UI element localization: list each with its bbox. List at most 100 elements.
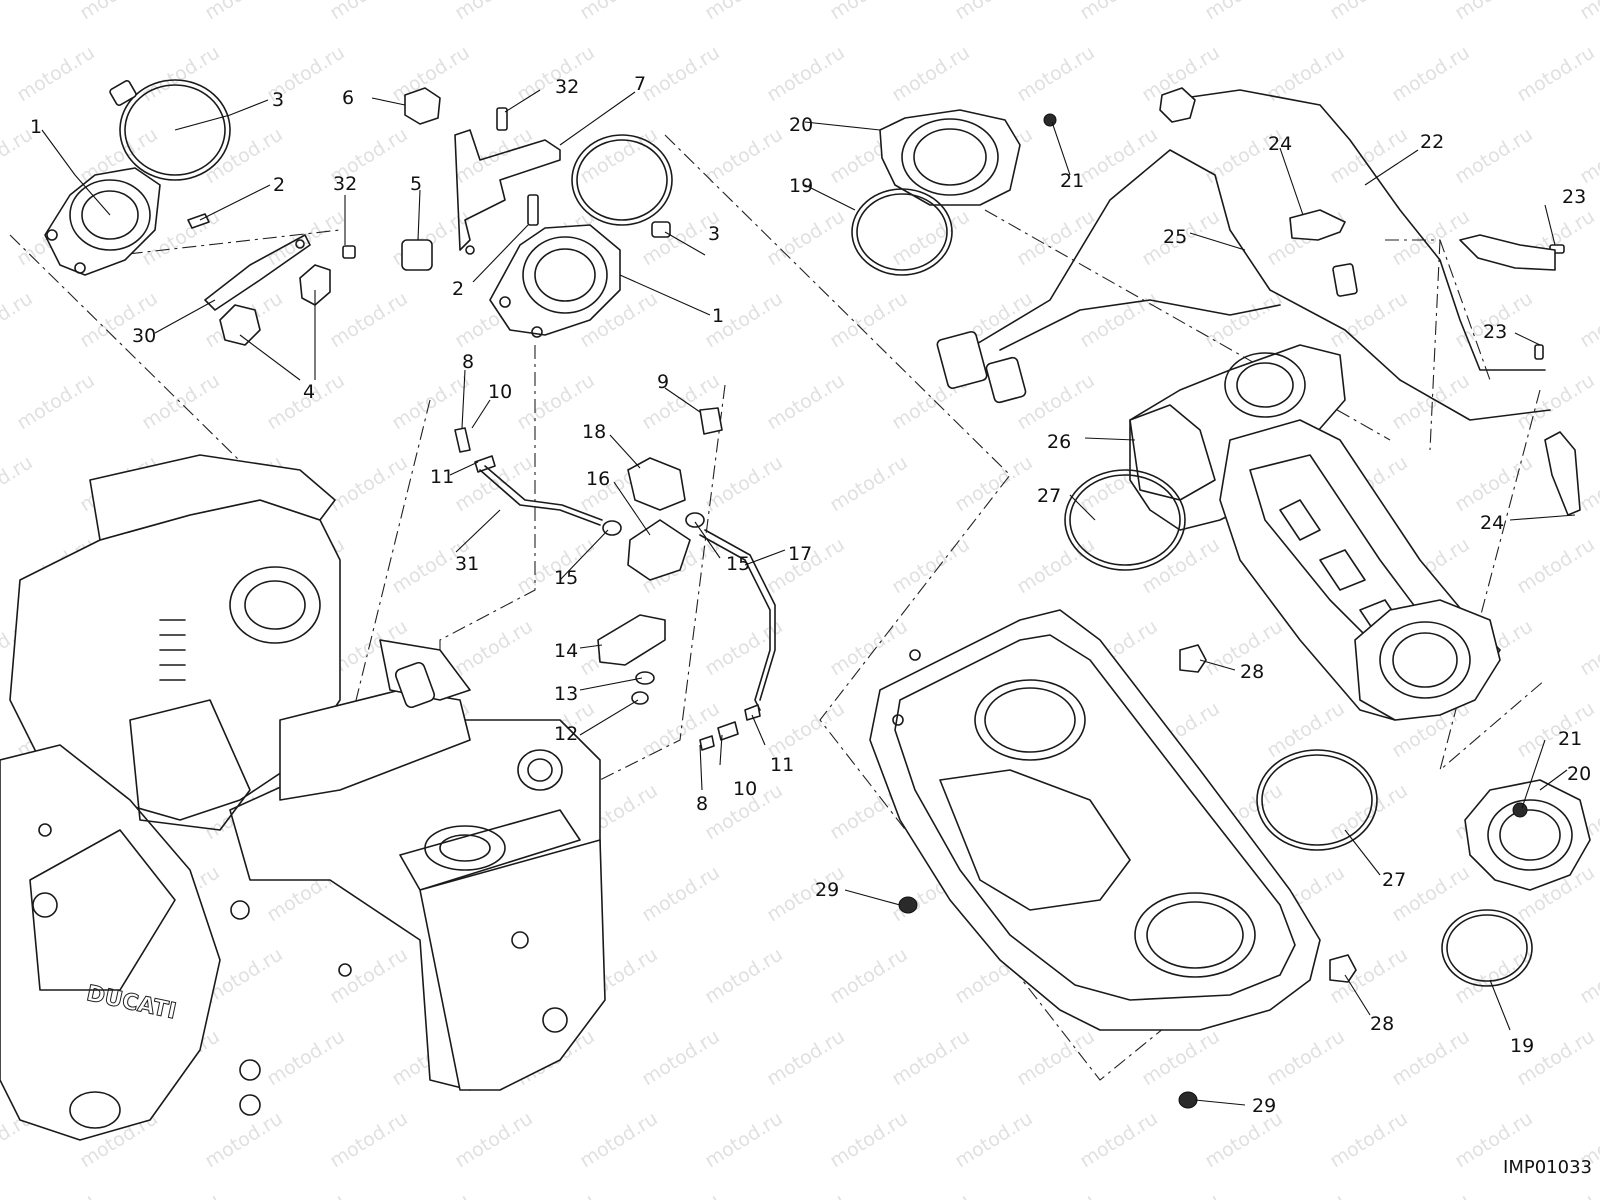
watermark-text: motod.ru [1263,1025,1349,1090]
bracket-7 [454,129,561,251]
watermark-text: motod.ru [1513,697,1599,762]
watermark-text: motod.ru [138,369,224,434]
leader-lines [41,89,1576,1106]
watermark-text: motod.ru [1263,1189,1349,1200]
watermark-text: motod.ru [638,861,724,926]
o-ring-27-lower [1256,749,1378,851]
watermark-text: motod.ru [1076,287,1162,352]
watermark-text: motod.ru [1326,1107,1412,1172]
watermark-text: motod.ru [638,1189,724,1200]
watermark-text: motod.ru [326,451,412,516]
watermark-text: motod.ru [451,0,537,24]
watermark-text: motod.ru [763,41,849,106]
callout-12: 12 [554,723,578,745]
callout-27-lower: 27 [1382,869,1406,891]
watermark-text: motod.ru [326,1107,412,1172]
sensor-6 [404,87,441,125]
plug-28-upper [1179,644,1207,673]
callout-23-upper: 23 [1562,186,1586,208]
watermark-text: motod.ru [1513,41,1599,106]
watermark-text: motod.ru [451,1107,537,1172]
watermark-text: motod.ru [576,123,662,188]
watermark-text: motod.ru [1388,1025,1474,1090]
sensor-18 [627,457,686,511]
callout-8-lower: 8 [696,793,708,815]
intake-adapter-1-left [44,167,161,276]
watermark-text: motod.ru [1013,41,1099,106]
callout-10-upper: 10 [488,381,512,403]
callout-19-lower: 19 [1510,1035,1534,1057]
watermark-text: motod.ru [638,41,724,106]
watermark-text: motod.ru [826,287,912,352]
watermark-text: motod.ru [701,615,787,680]
callout-5: 5 [410,173,422,195]
throttle-body-drawing [851,87,1591,987]
sensor-5 [401,239,433,271]
watermark-text: motod.ru [763,1189,849,1200]
callout-24-lower: 24 [1480,512,1504,534]
callout-16: 16 [586,468,610,490]
watermark-text: motod.ru [1576,123,1600,188]
watermark-text: motod.ru [1576,0,1600,24]
callout-1-right: 1 [712,305,724,327]
watermark-text: motod.ru [701,943,787,1008]
watermark-text: motod.ru [1201,287,1287,352]
watermark-text: motod.ru [0,287,37,352]
watermark-text: motod.ru [326,287,412,352]
watermark-text: motod.ru [1013,205,1099,270]
watermark-text: motod.ru [826,943,912,1008]
watermark-text: motod.ru [951,0,1037,24]
watermark-text: motod.ru [1201,1107,1287,1172]
callout-23-lower: 23 [1483,321,1507,343]
callout-2-middle: 2 [452,278,464,300]
callout-9: 9 [657,371,669,393]
callout-3-left: 3 [272,89,284,111]
watermark-text: motod.ru [201,0,287,24]
fitting-9 [699,407,723,435]
watermark-text: motod.ru [638,697,724,762]
watermark-text: motod.ru [388,369,474,434]
flange-20-upper [879,109,1021,206]
watermark-text: motod.ru [1076,123,1162,188]
watermark-text: motod.ru [1076,1107,1162,1172]
callout-6: 6 [342,87,354,109]
watermark-text: motod.ru [76,0,162,24]
watermark-text: motod.ru [0,451,37,516]
callout-21-lower: 21 [1558,728,1582,750]
callout-11-lower: 11 [770,754,794,776]
watermark-text: motod.ru [1138,1025,1224,1090]
watermark-text: motod.ru [13,1189,99,1200]
watermark-text: motod.ru [1326,123,1412,188]
callout-32-top: 32 [555,76,579,98]
watermark-text: motod.ru [826,451,912,516]
callout-13: 13 [554,683,578,705]
hose-clamp-3-left [119,79,231,181]
callout-27-upper: 27 [1037,485,1061,507]
watermark-text: motod.ru [1451,451,1537,516]
bracket-16 [627,519,691,581]
watermark-text: motod.ru [888,1189,974,1200]
watermark-text: motod.ru [1513,533,1599,598]
airbox [869,609,1321,1031]
watermark-text: motod.ru [638,1025,724,1090]
callout-26: 26 [1047,431,1071,453]
callout-28-lower: 28 [1370,1013,1394,1035]
watermark-text: motod.ru [1388,369,1474,434]
hose-clamp-3-right [571,134,673,226]
watermark-text: motod.ru [263,1025,349,1090]
airbox-drawing [869,609,1357,1109]
watermark-text: motod.ru [701,451,787,516]
callout-30: 30 [132,325,156,347]
figure-code: IMP01033 [1503,1157,1592,1178]
callout-11-upper: 11 [430,466,454,488]
o-ring-19-lower [1441,909,1533,987]
callout-labels: 1 3 2 32 30 4 6 32 7 5 2 3 1 8 10 11 31 … [30,73,1591,1117]
watermark-text: motod.ru [0,0,37,24]
callout-20-upper: 20 [789,114,813,136]
watermark-text: motod.ru [701,0,787,24]
callout-28-upper: 28 [1240,661,1264,683]
o-ring-27-upper [1064,469,1186,571]
callout-15-right: 15 [726,553,750,575]
